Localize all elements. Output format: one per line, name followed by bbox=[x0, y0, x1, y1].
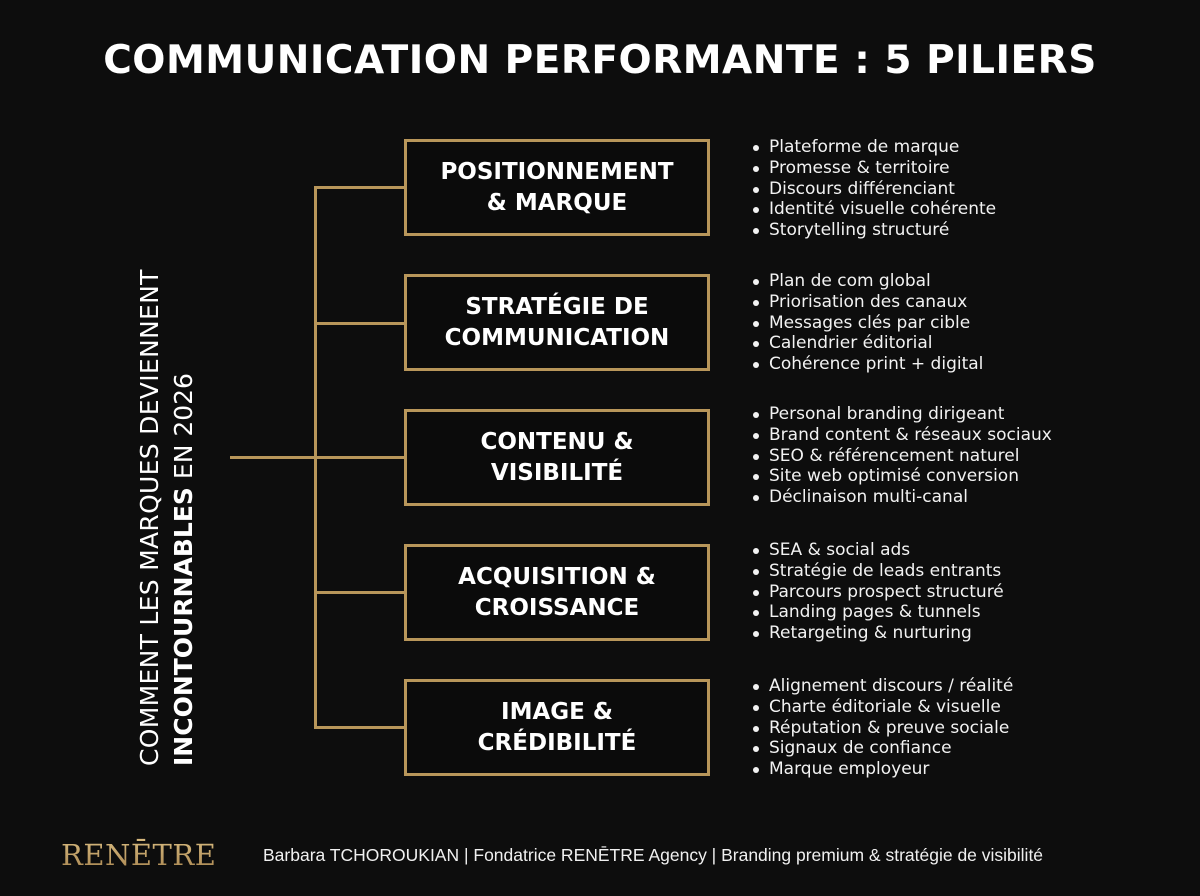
list-item: Parcours prospect structuré bbox=[749, 582, 1004, 603]
list-item: Identité visuelle cohérente bbox=[749, 199, 996, 220]
pillar-box-strategie: STRATÉGIE DE COMMUNICATION bbox=[404, 274, 710, 371]
pillar-title-line1: POSITIONNEMENT bbox=[440, 158, 674, 185]
pillar-box-acquisition: ACQUISITION & CROISSANCE bbox=[404, 544, 710, 641]
branch-connector-3 bbox=[314, 456, 406, 459]
list-item: Discours différenciant bbox=[749, 179, 996, 200]
list-item: Marque employeur bbox=[749, 759, 1013, 780]
pillar-bullets-positionnement: Plateforme de marque Promesse & territoi… bbox=[749, 137, 996, 241]
branch-connector-1 bbox=[314, 186, 406, 189]
pillar-title-line1: CONTENU & bbox=[480, 428, 634, 455]
list-item: Brand content & réseaux sociaux bbox=[749, 425, 1052, 446]
footer-credit: Barbara TCHOROUKIAN | Fondatrice RENĒTRE… bbox=[263, 845, 1044, 865]
brand-logo: RENĒTRE bbox=[61, 838, 217, 872]
root-connector bbox=[230, 456, 316, 459]
pillar-title-line2: CRÉDIBILITÉ bbox=[477, 729, 637, 756]
list-item: Retargeting & nurturing bbox=[749, 623, 1004, 644]
side-label-line2: INCONTOURNABLES EN 2026 bbox=[167, 146, 201, 766]
list-item: SEO & référencement naturel bbox=[749, 446, 1052, 467]
side-label-suffix: EN 2026 bbox=[169, 373, 198, 488]
list-item: Personal branding dirigeant bbox=[749, 404, 1052, 425]
page-title: COMMUNICATION PERFORMANTE : 5 PILIERS bbox=[103, 38, 1097, 83]
pillar-box-positionnement: POSITIONNEMENT & MARQUE bbox=[404, 139, 710, 236]
branch-connector-2 bbox=[314, 322, 406, 325]
list-item: Alignement discours / réalité bbox=[749, 676, 1013, 697]
list-item: Landing pages & tunnels bbox=[749, 602, 1004, 623]
list-item: Cohérence print + digital bbox=[749, 354, 983, 375]
branch-connector-5 bbox=[314, 726, 406, 729]
side-label: COMMENT LES MARQUES DEVIENNENT INCONTOUR… bbox=[133, 146, 213, 766]
pillar-title-line2: CROISSANCE bbox=[474, 594, 640, 621]
side-label-emphasis: INCONTOURNABLES bbox=[169, 487, 198, 766]
pillar-title-line1: STRATÉGIE DE bbox=[465, 293, 649, 320]
list-item: Stratégie de leads entrants bbox=[749, 561, 1004, 582]
side-label-line1: COMMENT LES MARQUES DEVIENNENT bbox=[135, 269, 164, 766]
branch-connector-4 bbox=[314, 591, 406, 594]
list-item: SEA & social ads bbox=[749, 540, 1004, 561]
list-item: Signaux de confiance bbox=[749, 738, 1013, 759]
pillar-title-line1: ACQUISITION & bbox=[458, 563, 656, 590]
pillar-title-line2: & MARQUE bbox=[486, 189, 628, 216]
pillar-box-image: IMAGE & CRÉDIBILITÉ bbox=[404, 679, 710, 776]
pillar-box-contenu: CONTENU & VISIBILITÉ bbox=[404, 409, 710, 506]
list-item: Messages clés par cible bbox=[749, 313, 983, 334]
pillar-title-line2: COMMUNICATION bbox=[444, 324, 670, 351]
list-item: Déclinaison multi-canal bbox=[749, 487, 1052, 508]
pillar-bullets-contenu: Personal branding dirigeant Brand conten… bbox=[749, 404, 1052, 508]
list-item: Calendrier éditorial bbox=[749, 333, 983, 354]
list-item: Plateforme de marque bbox=[749, 137, 996, 158]
list-item: Priorisation des canaux bbox=[749, 292, 983, 313]
list-item: Promesse & territoire bbox=[749, 158, 996, 179]
pillar-title-line1: IMAGE & bbox=[501, 698, 613, 725]
pillar-bullets-strategie: Plan de com global Priorisation des cana… bbox=[749, 271, 983, 375]
list-item: Site web optimisé conversion bbox=[749, 466, 1052, 487]
list-item: Plan de com global bbox=[749, 271, 983, 292]
list-item: Réputation & preuve sociale bbox=[749, 718, 1013, 739]
list-item: Storytelling structuré bbox=[749, 220, 996, 241]
pillar-title-line2: VISIBILITÉ bbox=[490, 459, 624, 486]
pillar-bullets-acquisition: SEA & social ads Stratégie de leads entr… bbox=[749, 540, 1004, 644]
list-item: Charte éditoriale & visuelle bbox=[749, 697, 1013, 718]
pillar-bullets-image: Alignement discours / réalité Charte édi… bbox=[749, 676, 1013, 780]
